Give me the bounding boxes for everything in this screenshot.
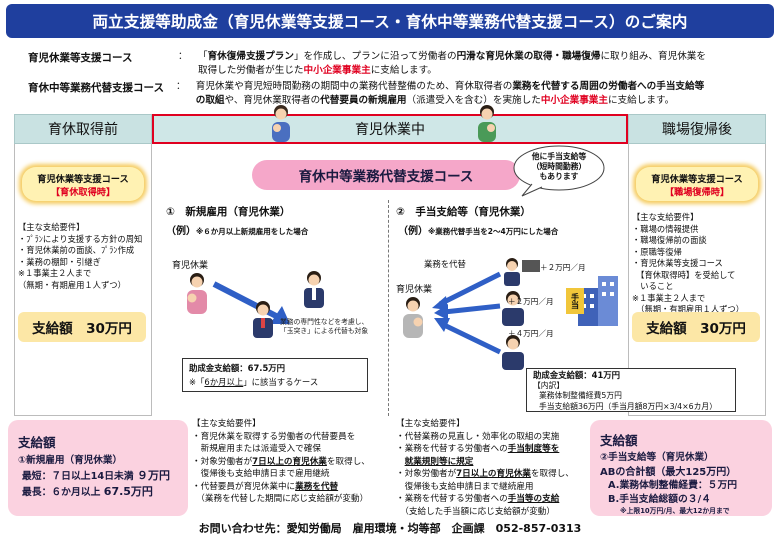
- new-hire-requirements: 【主な支給要件】 ・育児休業を取得する労働者の代替要員を 新規雇用または派遣受入…: [192, 419, 370, 504]
- parent-on-leave-icon: [182, 272, 212, 316]
- new-hire-amount-panel: 支給額 ①新規雇用（育児休業） 最短：７日以上14日未満 ９万円 最長：６か月以…: [8, 420, 188, 516]
- course-name-childcare: 育児休業等支援コース: [28, 52, 133, 64]
- right-course-badge: 育児休業等支援コース 【職場復帰時】: [636, 167, 758, 201]
- right-requirements: 【主な支給要件】 ・職場の情報提供 ・職場復帰前の面談 ・原職等復帰 ・育児休業…: [632, 212, 745, 314]
- speech-bubble: 他に手当支給等 （短時間勤務） もあります: [512, 144, 606, 198]
- parent-with-baby-icon: [474, 104, 500, 144]
- coworker-icon: [498, 334, 528, 370]
- coworker-icon: [502, 256, 542, 286]
- course-name-substitute: 育休中等業務代替支援コース: [28, 82, 164, 94]
- section-allowance-example: （例）※業務代替手当を2～4万円にした場合: [398, 226, 559, 237]
- left-amount: 支給額 30万円: [18, 312, 146, 342]
- section-allowance-title: ② 手当支給等（育児休業）: [396, 206, 531, 218]
- left-course-badge: 育児休業等支援コース 【育休取得時】: [22, 167, 144, 201]
- page-title: 両立支援等助成金（育児休業等支援コース・育休中等業務代替支援コース）のご案内: [6, 4, 774, 38]
- section-new-hire-title: ① 新規雇用（育児休業）: [166, 206, 291, 218]
- office-worker-icon: [300, 270, 328, 310]
- left-requirements: 【主な支給要件】 ・ﾌﾟﾗﾝにより支援する方針の周知 ・育児休業前の面談、ﾌﾟﾗ…: [18, 222, 143, 290]
- replacement-arrow: [210, 280, 294, 328]
- allowance-arrows: [426, 266, 506, 362]
- allowance-sign: 手当: [566, 288, 584, 314]
- allowance-amount-3: ＋４万円／月: [508, 329, 554, 338]
- coworker-icon: [498, 290, 528, 326]
- leave-label: 育児休業: [172, 261, 209, 271]
- leave-label-2: 育児休業: [396, 285, 433, 295]
- allowance-amount-box: 助成金支給額：41万円 【内訳】 業務体制整備経費5万円 手当支給額36万円（手…: [526, 368, 736, 412]
- course-description-2: 育休中等業務代替支援コース ： 育児休業や育児短時間勤務の期間中の業務代替整備の…: [28, 81, 705, 106]
- allowance-requirements: 【主な支給要件】 ・代替業務の見直し・効率化の取組の実施 ・業務を代替する労働者…: [396, 419, 574, 517]
- substitute-worker-icon: [248, 300, 278, 340]
- phase-before-leave: 育休取得前: [14, 114, 152, 144]
- right-amount: 支給額 30万円: [632, 312, 760, 342]
- allowance-amount-panel: 支給額 ②手当支給等（育児休業） ABの合計額（最大125万円） A.業務体制整…: [590, 420, 772, 516]
- phase-after-return: 職場復帰後: [628, 114, 766, 144]
- work-substitute-label: 業務を代替: [424, 259, 466, 269]
- section-new-hire-example: （例）※６か月以上新規雇用をした場合: [166, 226, 309, 237]
- new-hire-amount-box: 助成金支給額：67.5万円 ※「6か月以上」に該当するケース: [182, 358, 368, 392]
- center-divider: [388, 200, 389, 416]
- substitute-course-pill: 育休中等業務代替支援コース: [252, 160, 520, 190]
- contact-footer: お問い合わせ先：愛知労働局 雇用環境・均等部 企画課 052-857-0313: [198, 522, 582, 535]
- substitution-note: 業務の専門性などを考慮し、 「玉突き」による代替も対象: [280, 318, 369, 335]
- phase-during-leave: 育児休業中: [152, 114, 628, 144]
- parent-with-baby-icon: [268, 104, 294, 144]
- course-description-1: 育児休業等支援コース ： 「育休復帰支援プラン」を作成し、プランに沿って労働者の…: [28, 51, 706, 76]
- allowance-amount-2: ＋２万円／月: [508, 297, 554, 306]
- parent-on-leave-icon: [398, 296, 428, 340]
- allowance-amount-1: ＋２万円／月: [540, 263, 586, 272]
